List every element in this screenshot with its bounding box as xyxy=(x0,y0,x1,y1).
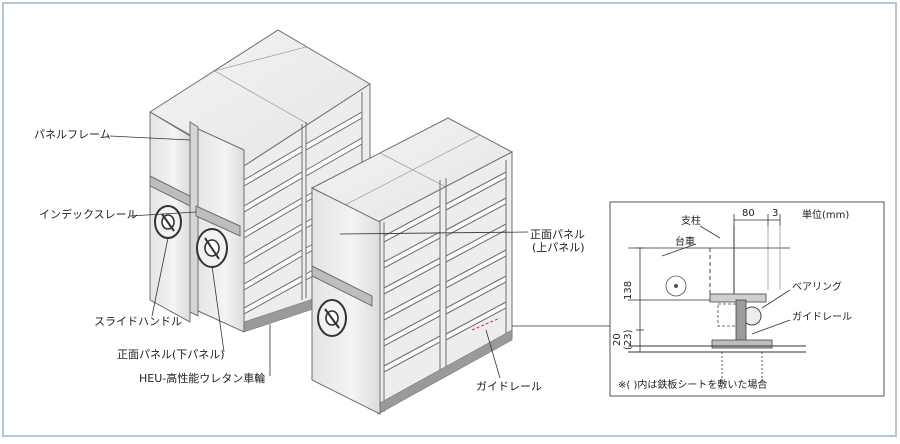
detail-unit: 単位(mm) xyxy=(802,208,849,221)
detail-inset xyxy=(609,201,885,397)
right-cabinet xyxy=(310,117,514,415)
label-index-rail: インデックスレール xyxy=(39,207,138,221)
label-panel-frame: パネルフレーム xyxy=(34,128,111,141)
detail-bearing: ベアリング xyxy=(792,280,842,293)
label-guide-rail: ガイドレール xyxy=(476,380,542,393)
label-front-panel-upper-2: (上パネル) xyxy=(532,241,585,254)
detail-dim-138: 138 xyxy=(623,281,634,300)
detail-post: 支柱 xyxy=(681,214,701,227)
detail-dim-3: 3 xyxy=(772,208,778,219)
label-front-panel-lower: 正面パネル(下パネル) xyxy=(117,348,225,361)
detail-dim-23: (23) xyxy=(623,329,634,350)
detail-carriage: 台車 xyxy=(675,235,695,248)
label-front-panel-upper-1: 正面パネル xyxy=(530,228,585,241)
label-slide-handle: スライドハンドル xyxy=(94,315,182,328)
detail-dim-20: 20 xyxy=(612,333,623,346)
detail-guide-rail: ガイドレール xyxy=(792,311,852,323)
slide-handle-front xyxy=(196,228,228,268)
slide-handle-right xyxy=(317,299,347,337)
right-cabinet-shelves xyxy=(383,160,507,412)
outer-frame xyxy=(2,2,897,437)
label-heu-wheel: HEU-高性能ウレタン車輪 xyxy=(139,371,265,385)
slide-handle-rear xyxy=(154,205,182,239)
detail-dim-80: 80 xyxy=(742,208,755,219)
detail-note: ※( )内は鉄板シートを敷いた場合 xyxy=(618,378,767,391)
